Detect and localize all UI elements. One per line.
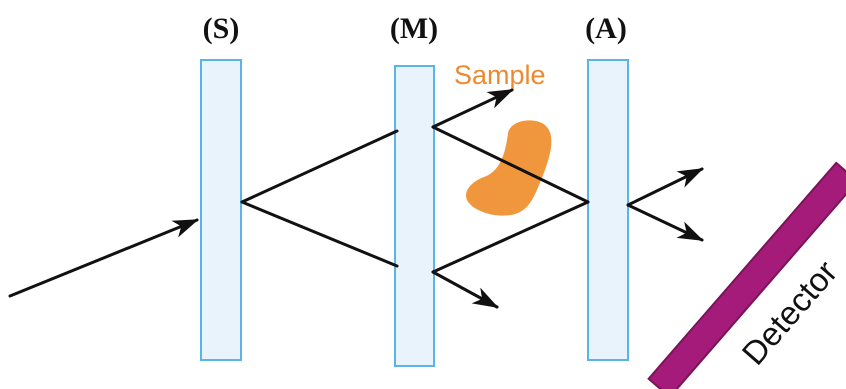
- detector: [647, 161, 846, 389]
- incident-beam: [8, 218, 199, 298]
- beam-s-to-m-upper: [240, 129, 399, 204]
- beam-s-to-m-lower: [240, 200, 399, 268]
- mirror-label: (M): [390, 12, 438, 45]
- sample-label: Sample: [454, 60, 546, 90]
- mirror-transmitted-upper: [431, 88, 514, 129]
- splitter-label: (S): [203, 12, 240, 45]
- mirror-transmitted-lower: [431, 270, 499, 309]
- sample-blob: [465, 120, 552, 216]
- analyzer-label: (A): [585, 12, 627, 45]
- mirror-crystal: [394, 65, 435, 367]
- analyzer-output-lower: [626, 203, 704, 242]
- beam-m-to-a-upper: [431, 125, 590, 204]
- beam-paths: [8, 88, 704, 309]
- analyzer-output-upper: [626, 167, 704, 207]
- beam-m-to-a-lower: [431, 200, 590, 274]
- analyzer-crystal: [587, 59, 629, 361]
- detector-bar: [647, 161, 846, 389]
- splitter-crystal: [200, 59, 242, 361]
